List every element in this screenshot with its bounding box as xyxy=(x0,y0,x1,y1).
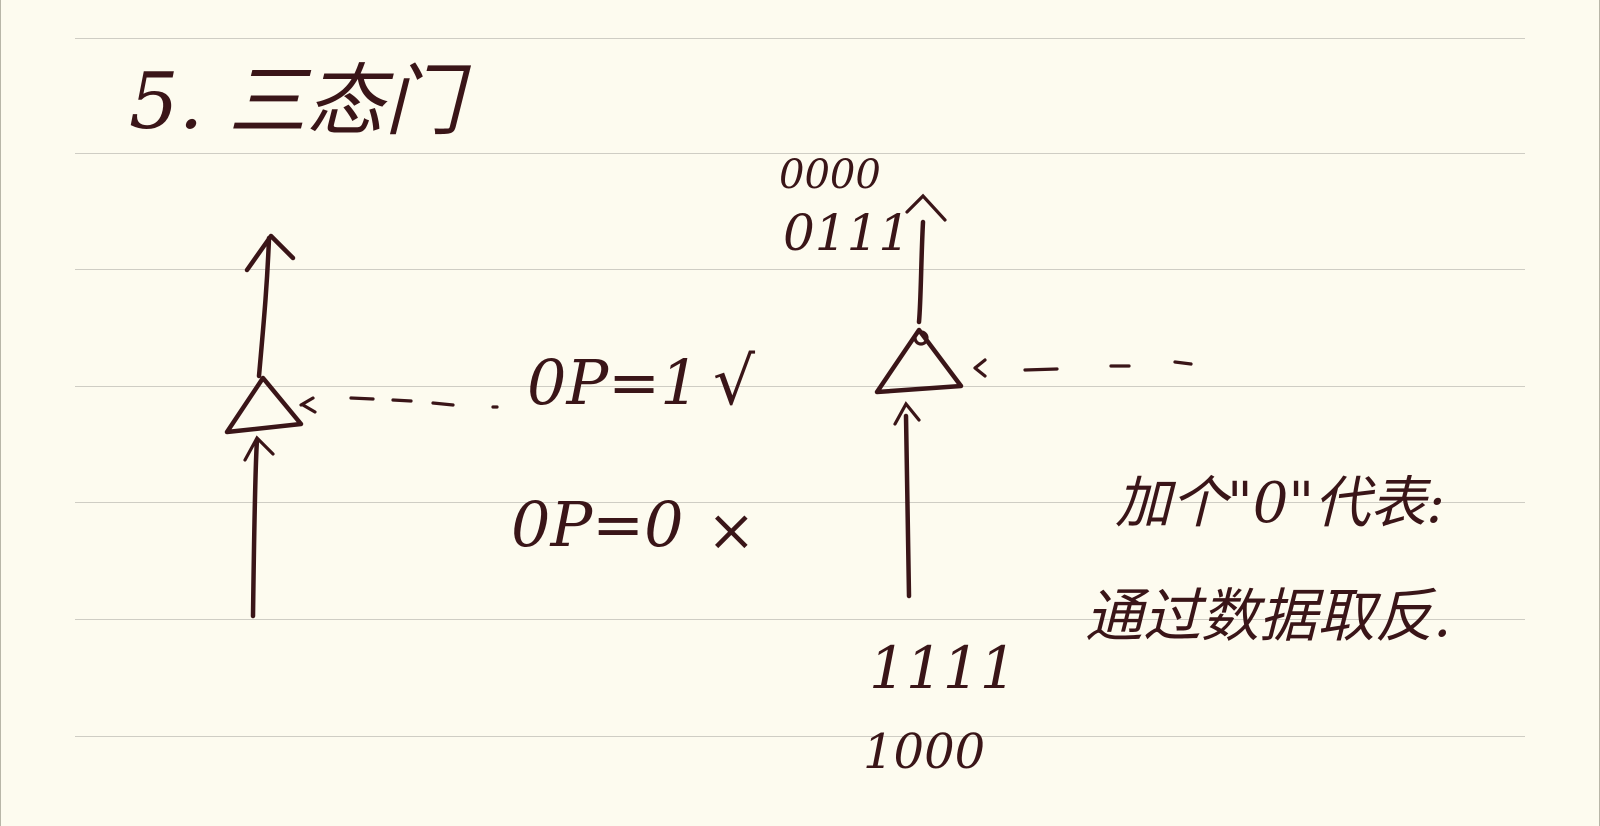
ruled-line xyxy=(75,386,1525,387)
right-output-line xyxy=(916,219,926,325)
ruled-line xyxy=(75,619,1525,620)
output-value-top: 0000 xyxy=(779,152,881,198)
output-value-bottom: 0111 xyxy=(783,204,910,262)
enable-true-check: √ xyxy=(713,343,756,420)
left-output-line xyxy=(256,235,272,379)
note-line-1: 加个"0"代表: xyxy=(1115,471,1445,536)
note-line-2: 通过数据取反. xyxy=(1085,582,1451,650)
right-inversion-bubble xyxy=(913,330,929,346)
ruled-line xyxy=(75,502,1525,503)
right-output-arrowhead xyxy=(905,193,947,222)
left-buffer-triangle xyxy=(224,375,304,435)
input-value-top: 1111 xyxy=(869,634,1017,702)
input-value-bottom: 1000 xyxy=(863,724,985,780)
enable-false-cross: × xyxy=(707,496,756,564)
right-input-line xyxy=(903,413,912,599)
left-enable-dashed-line xyxy=(349,396,499,409)
right-enable-arrow-tip xyxy=(973,358,987,378)
left-input-line xyxy=(250,437,260,619)
left-input-arrowhead xyxy=(243,435,275,462)
page-heading: 5. 三态门 xyxy=(129,57,471,147)
ruled-line xyxy=(75,736,1525,737)
enable-true-label: 0P=1 xyxy=(527,346,700,419)
left-tristate-gate xyxy=(224,233,499,619)
enable-false-label: 0P=0 xyxy=(511,488,684,561)
left-enable-arrow-tip xyxy=(299,396,317,414)
ruled-line xyxy=(75,269,1525,270)
right-buffer-triangle xyxy=(874,327,964,395)
ruled-line xyxy=(75,153,1525,154)
right-tristate-gate xyxy=(874,193,1193,599)
right-enable-dashed-line xyxy=(1023,360,1193,372)
right-input-arrowhead xyxy=(893,401,921,426)
ruled-line xyxy=(75,38,1525,39)
left-output-arrowhead xyxy=(244,233,296,273)
